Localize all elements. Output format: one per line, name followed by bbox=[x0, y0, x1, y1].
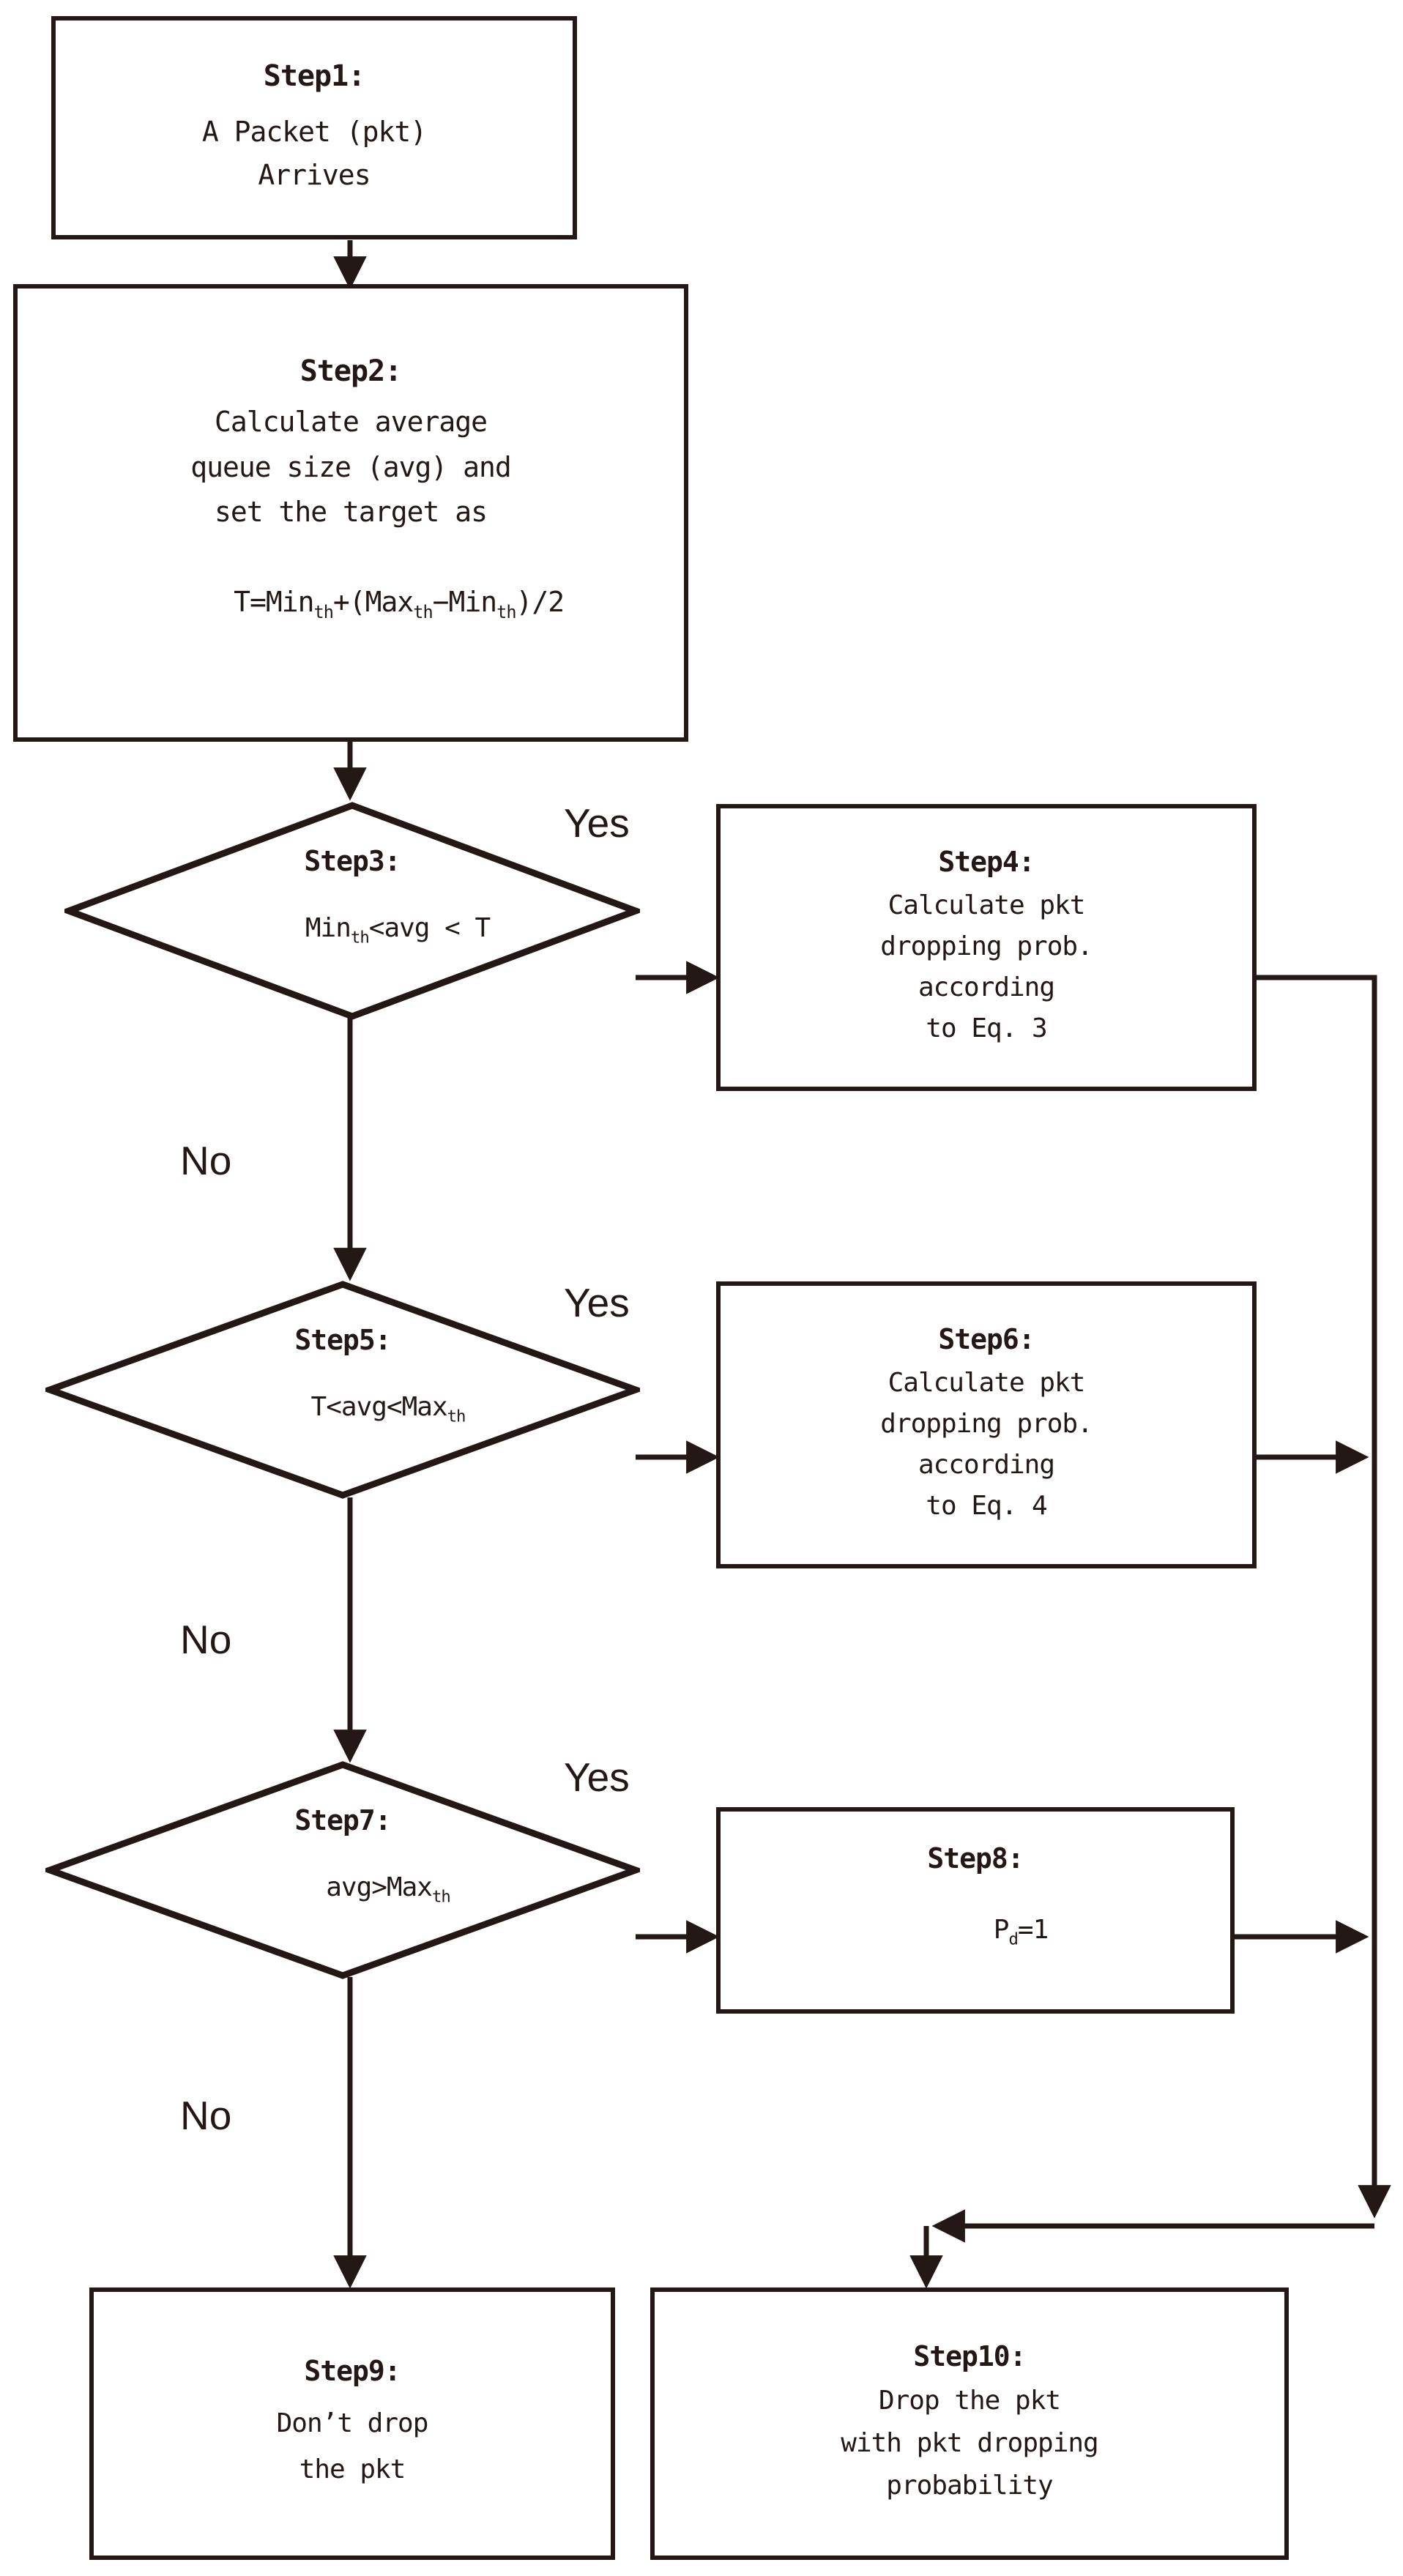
step6-line-4: to Eq. 4 bbox=[926, 1490, 1047, 1521]
branch-label-no-step7: No bbox=[180, 2093, 232, 2138]
step6-line-1: Calculate pkt bbox=[887, 1368, 1086, 1399]
node-step5[interactable] bbox=[45, 1280, 640, 1500]
step6-line-3: according bbox=[918, 1450, 1055, 1480]
step6-line-2: dropping prob. bbox=[880, 1409, 1093, 1440]
step8-formula: Pd=1 bbox=[903, 1885, 1049, 1978]
step4-line-2: dropping prob. bbox=[880, 931, 1093, 962]
step8-formula-prefix: P bbox=[993, 1914, 1010, 1945]
step4-line-3: according bbox=[918, 972, 1055, 1002]
step1-title: Step1: bbox=[263, 59, 365, 93]
node-step4[interactable]: Step4: Calculate pkt dropping prob. acco… bbox=[716, 804, 1257, 1091]
step10-line-2: with pkt dropping bbox=[841, 2427, 1098, 2458]
step9-line-2: the pkt bbox=[299, 2454, 406, 2484]
step10-title: Step10: bbox=[913, 2339, 1026, 2372]
node-step2[interactable]: Step2: Calculate average queue size (avg… bbox=[13, 284, 688, 742]
step2-formula-sub1: th bbox=[313, 602, 334, 623]
step8-title: Step8: bbox=[927, 1842, 1024, 1875]
step2-line-3: set the target as bbox=[215, 496, 488, 529]
node-step7[interactable] bbox=[45, 1760, 640, 1980]
node-step6[interactable]: Step6: Calculate pkt dropping prob. acco… bbox=[716, 1281, 1257, 1568]
step1-line-2: Arrives bbox=[258, 158, 371, 191]
step8-formula-sub: d bbox=[1008, 1929, 1018, 1949]
step10-line-3: probability bbox=[886, 2471, 1053, 2501]
branch-label-yes-step7: Yes bbox=[564, 1754, 630, 1800]
step9-line-1: Don’t drop bbox=[276, 2408, 429, 2438]
step2-formula-suffix: )/2 bbox=[516, 586, 565, 619]
branch-label-no-step3: No bbox=[180, 1138, 232, 1183]
step2-formula-sub2: th bbox=[413, 602, 433, 623]
step6-title: Step6: bbox=[938, 1323, 1035, 1356]
edge-step4-bus bbox=[1257, 975, 1377, 1684]
step2-formula-mid2: −Min bbox=[432, 586, 498, 619]
branch-label-no-step5: No bbox=[180, 1617, 232, 1662]
node-step3[interactable] bbox=[64, 801, 640, 1021]
branch-label-yes-step3: Yes bbox=[564, 800, 630, 846]
branch-label-yes-step5: Yes bbox=[564, 1280, 630, 1325]
step2-formula: T=Minth+(Maxth−Minth)/2 bbox=[138, 535, 565, 671]
step9-title: Step9: bbox=[304, 2355, 401, 2387]
step10-line-1: Drop the pkt bbox=[878, 2385, 1061, 2416]
step4-title: Step4: bbox=[938, 846, 1035, 879]
step2-formula-sub3: th bbox=[496, 602, 516, 623]
step2-formula-prefix: T=Min bbox=[234, 586, 314, 619]
step2-title: Step2: bbox=[299, 354, 402, 389]
node-step1[interactable]: Step1: A Packet (pkt) Arrives bbox=[51, 16, 577, 239]
step2-line-2: queue size (avg) and bbox=[190, 450, 512, 483]
step4-line-1: Calculate pkt bbox=[887, 890, 1086, 921]
step4-line-4: to Eq. 3 bbox=[926, 1013, 1047, 1043]
node-step8[interactable]: Step8: Pd=1 bbox=[716, 1807, 1235, 2014]
step2-line-1: Calculate average bbox=[215, 406, 488, 439]
step1-line-1: A Packet (pkt) bbox=[201, 115, 427, 148]
node-step10[interactable]: Step10: Drop the pkt with pkt dropping p… bbox=[650, 2287, 1289, 2560]
step2-formula-mid: +(Max bbox=[332, 586, 414, 619]
node-step9[interactable]: Step9: Don’t drop the pkt bbox=[89, 2287, 615, 2560]
step8-formula-suffix: =1 bbox=[1017, 1914, 1049, 1945]
